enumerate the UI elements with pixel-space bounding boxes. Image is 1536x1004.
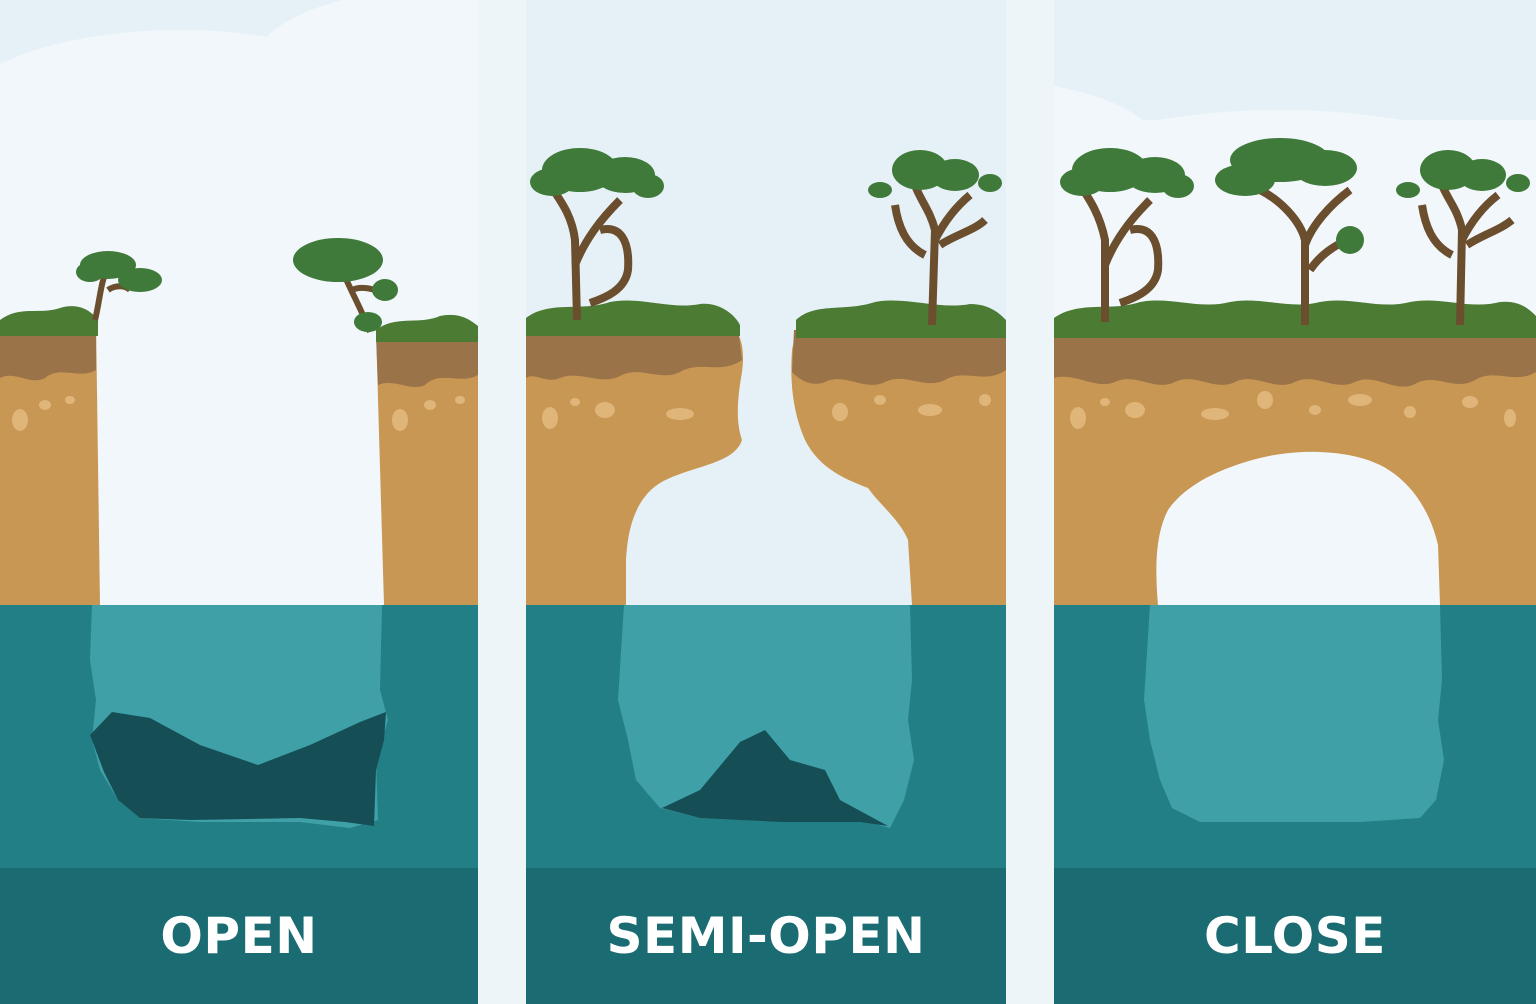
tree [1396, 150, 1530, 326]
soil-layer [792, 330, 1006, 385]
label-close: CLOSE [1204, 907, 1386, 965]
grass [1054, 300, 1536, 338]
soil-layer [0, 330, 96, 381]
pebbles [542, 394, 991, 429]
sinkhole-water [1144, 605, 1444, 822]
soil-layer [376, 336, 478, 388]
panel-open [0, 238, 478, 1004]
panel-semi-open [526, 0, 1006, 1004]
grass [376, 314, 478, 342]
cave-floor [90, 712, 386, 826]
tree [76, 251, 162, 321]
right-cliff [376, 330, 478, 605]
tree [1215, 138, 1364, 325]
grass [796, 300, 1006, 338]
sinkhole-water [618, 605, 914, 828]
tree [530, 148, 664, 321]
label-band [1054, 868, 1536, 1004]
tree [868, 150, 1002, 326]
tree [1060, 148, 1194, 322]
arch-cliff [1054, 320, 1536, 605]
soil-layer [1054, 330, 1536, 387]
label-semi-open: SEMI-OPEN [606, 907, 926, 965]
left-cliff [0, 320, 100, 605]
label-band [0, 868, 478, 1004]
left-cliff [526, 320, 744, 605]
panel-divider [1006, 0, 1054, 1004]
label-band [526, 868, 1006, 1004]
cave-floor [662, 730, 888, 826]
panel-divider [478, 0, 526, 1004]
label-open: OPEN [160, 907, 318, 965]
grass [0, 306, 98, 336]
soil-layer [526, 328, 742, 380]
pebbles [12, 396, 465, 431]
panel-close [1054, 138, 1536, 1004]
tree [293, 238, 398, 334]
pebbles [1070, 391, 1516, 429]
right-cliff [791, 320, 1006, 605]
